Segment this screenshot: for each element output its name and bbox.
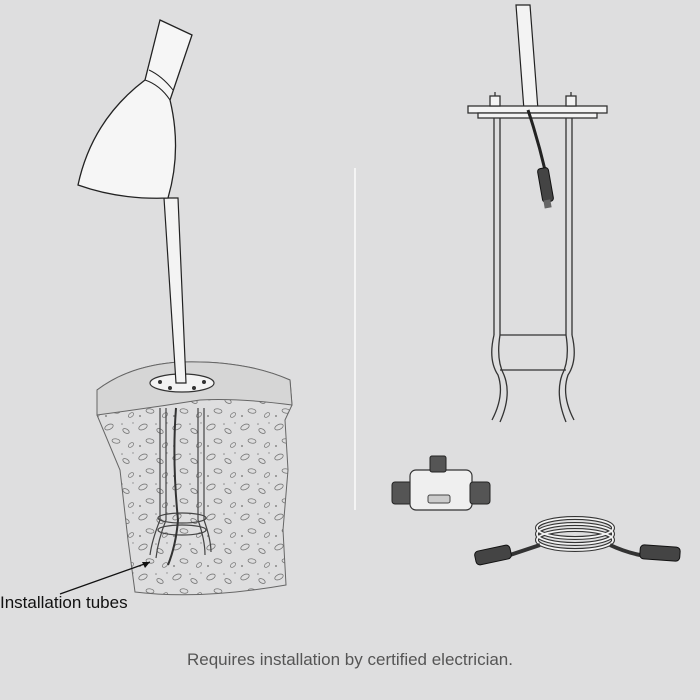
extension-cable bbox=[474, 516, 681, 566]
t-connector bbox=[391, 455, 491, 511]
lamp-shade bbox=[77, 19, 193, 199]
installation-tubes-label: Installation tubes bbox=[0, 593, 128, 612]
mounting-frame bbox=[467, 92, 608, 423]
installation-caption: Requires installation by certified elect… bbox=[187, 650, 513, 669]
lamp-pole bbox=[163, 197, 187, 384]
ground-block bbox=[96, 361, 293, 596]
cable-with-connector bbox=[526, 109, 554, 209]
pole-upper bbox=[515, 4, 539, 111]
callout-arrow bbox=[59, 561, 151, 595]
installation-tubes-left bbox=[149, 407, 212, 566]
